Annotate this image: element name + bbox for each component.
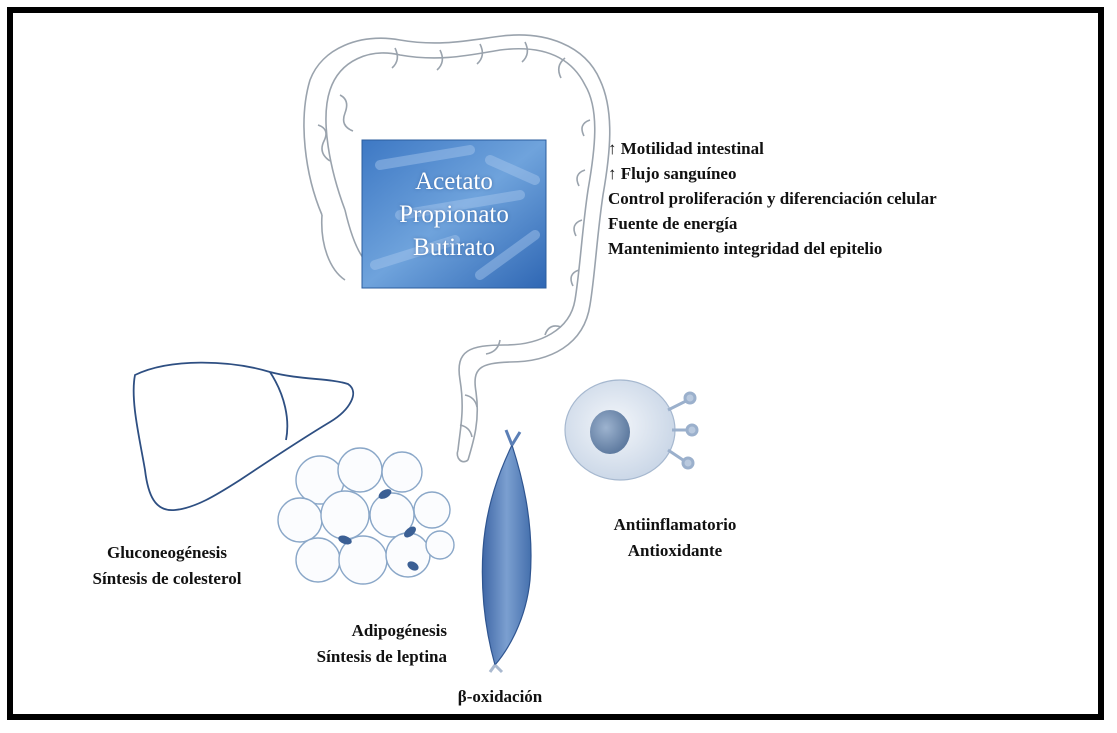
adipose-label-line1: Adipogénesis [255,618,447,644]
scfa-butirato: Butirato [413,231,495,264]
effect-integridad: Mantenimiento integridad del epitelio [608,236,937,261]
adipose-illustration [278,448,454,584]
muscle-illustration [482,430,531,672]
effect-control: Control proliferación y diferenciación c… [608,186,937,211]
effect-motilidad: ↑ Motilidad intestinal [608,136,937,161]
immune-label-line2: Antioxidante [590,538,760,564]
immune-cell-illustration [565,380,697,480]
scfa-box-text: Acetato Propionato Butirato [362,140,546,288]
scfa-acetato: Acetato [415,165,493,198]
effect-flujo: ↑ Flujo sanguíneo [608,161,937,186]
liver-label: Gluconeogénesis Síntesis de colesterol [62,540,272,592]
immune-label-line1: Antiinflamatorio [590,512,760,538]
liver-label-line1: Gluconeogénesis [62,540,272,566]
muscle-label-line1: β-oxidación [430,684,570,710]
immune-label: Antiinflamatorio Antioxidante [590,512,760,564]
liver-label-line2: Síntesis de colesterol [62,566,272,592]
adipose-label-line2: Síntesis de leptina [255,644,447,670]
intestinal-effects-list: ↑ Motilidad intestinal ↑ Flujo sanguíneo… [608,136,937,261]
effect-energia: Fuente de energía [608,211,937,236]
muscle-label: β-oxidación [430,684,570,710]
adipose-label: Adipogénesis Síntesis de leptina [255,618,447,670]
scfa-propionato: Propionato [399,198,509,231]
